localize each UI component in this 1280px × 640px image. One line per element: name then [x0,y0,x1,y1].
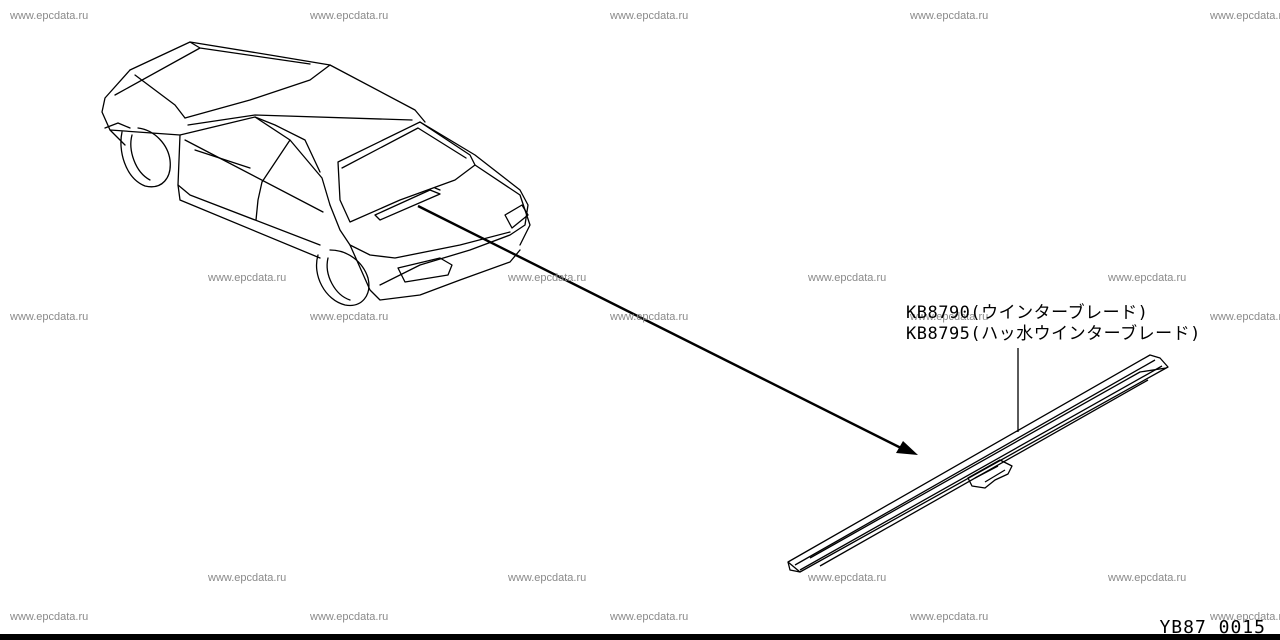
watermark: www.epcdata.ru [310,10,389,22]
watermark: www.epcdata.ru [10,311,89,323]
watermark: www.epcdata.ru [910,10,989,22]
watermark: www.epcdata.ru [808,572,887,584]
watermark: www.epcdata.ru [610,10,689,22]
watermark: www.epcdata.ru [10,10,89,22]
part-code: KB8795 [906,324,971,344]
watermark: www.epcdata.ru [208,572,287,584]
part-description: (ウインターブレード) [970,303,1149,323]
watermark: www.epcdata.ru [1108,272,1187,284]
bottom-border [0,634,1280,640]
diagram-code: YB87 0015 [1159,617,1266,638]
part-callout-kb8790[interactable]: KB8790(ウインターブレード) [906,298,1148,323]
watermark: www.epcdata.ru [508,572,587,584]
watermark: www.epcdata.ru [208,272,287,284]
watermark: www.epcdata.ru [910,611,989,623]
watermark: www.epcdata.ru [1210,611,1280,623]
watermark: www.epcdata.ru [1210,10,1280,22]
watermark: www.epcdata.ru [610,311,689,323]
car-illustration [101,41,531,307]
watermark: www.epcdata.ru [910,311,989,323]
watermark: www.epcdata.ru [1210,311,1280,323]
watermark: www.epcdata.ru [808,272,887,284]
part-code: KB8790 [906,303,971,323]
watermark: www.epcdata.ru [10,611,89,623]
wiper-blade-illustration [787,354,1169,573]
part-description: (ハッ水ウインターブレード) [970,324,1201,344]
watermark: www.epcdata.ru [610,611,689,623]
watermark: www.epcdata.ru [508,272,587,284]
watermark: www.epcdata.ru [1108,572,1187,584]
watermark: www.epcdata.ru [310,311,389,323]
pointer-arrow [417,204,918,455]
part-callout-kb8795[interactable]: KB8795(ハッ水ウインターブレード) [906,319,1201,344]
watermark: www.epcdata.ru [310,611,389,623]
